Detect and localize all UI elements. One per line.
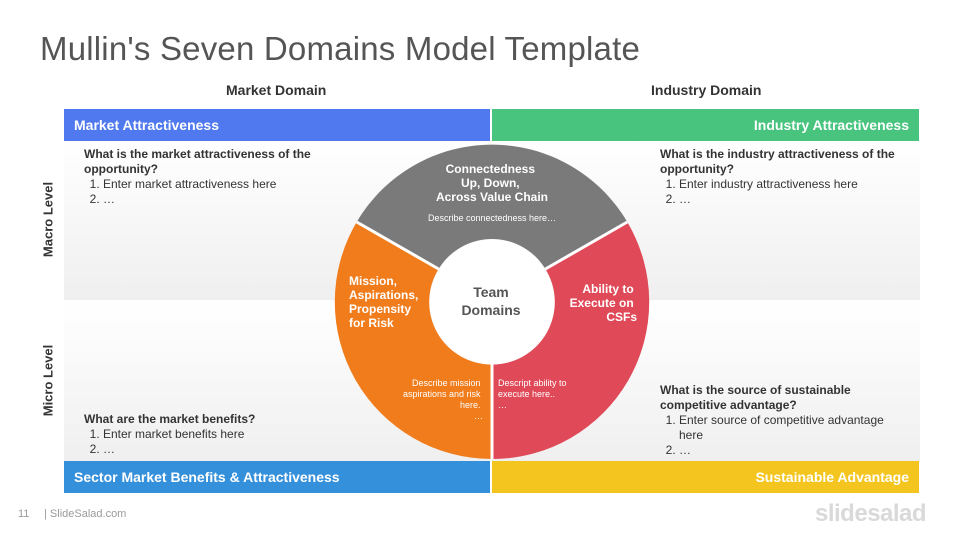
list-item: … bbox=[679, 192, 900, 207]
bottom-right-text: What is the source of sustainable compet… bbox=[660, 383, 900, 458]
market-domain-heading: Market Domain bbox=[226, 82, 327, 98]
mission-segment bbox=[334, 222, 492, 460]
page-number: 11 bbox=[18, 508, 30, 520]
list-item: … bbox=[679, 443, 900, 458]
list-item: … bbox=[103, 192, 319, 207]
center-circle bbox=[429, 239, 555, 365]
list-item: … bbox=[103, 442, 324, 457]
market-attractiveness-bar: Market Attractiveness bbox=[64, 109, 490, 141]
list-item: Enter market benefits here bbox=[103, 427, 324, 442]
bottom-right-question: What is the source of sustainable compet… bbox=[660, 383, 851, 412]
slide-title: Mullin's Seven Domains Model Template bbox=[40, 30, 641, 67]
sustainable-advantage-bar: Sustainable Advantage bbox=[492, 461, 919, 493]
segment-divider bbox=[544, 220, 629, 271]
ability-description: Descript ability to execute here.. … bbox=[498, 378, 569, 410]
mission-title: Mission, Aspirations, Propensity for Ris… bbox=[349, 274, 422, 330]
ability-title: Ability to Execute on CSFs bbox=[570, 282, 638, 324]
connectedness-description: Describe connectedness here… bbox=[428, 213, 556, 223]
footer-source: | SlideSalad.com bbox=[44, 508, 127, 520]
sector-benefits-bar: Sector Market Benefits & Attractiveness bbox=[64, 461, 490, 493]
mission-description: Describe mission aspirations and risk he… bbox=[403, 378, 483, 421]
top-left-text: What is the market attractiveness of the… bbox=[84, 147, 319, 207]
bottom-left-question: What are the market benefits? bbox=[84, 412, 256, 426]
segment-divider bbox=[355, 220, 440, 271]
list-item: Enter industry attractiveness here bbox=[679, 177, 900, 192]
top-left-question: What is the market attractiveness of the… bbox=[84, 147, 311, 176]
top-right-text: What is the industry attractiveness of t… bbox=[660, 147, 900, 207]
center-label-line2: Domains bbox=[461, 302, 520, 318]
list-item: Enter source of competitive advantage he… bbox=[679, 413, 900, 443]
center-label-line1: Team bbox=[473, 284, 509, 300]
industry-attractiveness-bar: Industry Attractiveness bbox=[492, 109, 919, 141]
connectedness-title: Connectedness Up, Down, Across Value Cha… bbox=[436, 162, 548, 204]
top-right-question: What is the industry attractiveness of t… bbox=[660, 147, 895, 176]
list-item: Enter market attractiveness here bbox=[103, 177, 319, 192]
ability-segment bbox=[492, 222, 650, 460]
industry-domain-heading: Industry Domain bbox=[651, 82, 762, 98]
brand-logo: slidesalad bbox=[815, 500, 927, 527]
bottom-left-text: What are the market benefits? Enter mark… bbox=[84, 412, 324, 457]
connectedness-segment bbox=[356, 144, 628, 269]
